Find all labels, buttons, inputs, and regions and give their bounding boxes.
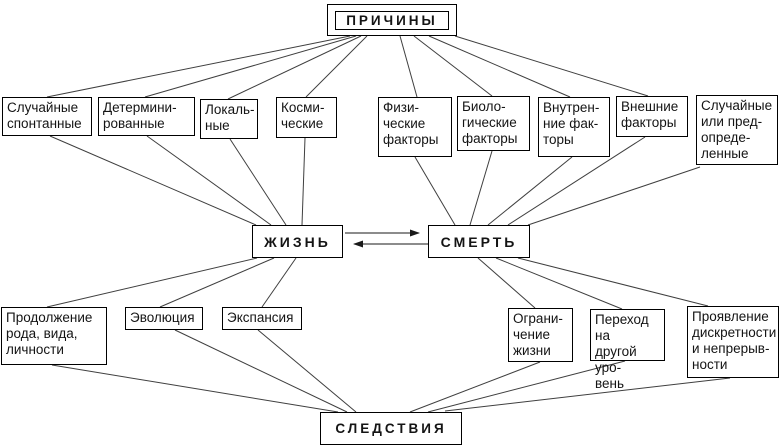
node-sledstviya: СЛЕДСТВИЯ [320,412,462,445]
node-death: СМЕРТЬ [428,225,530,258]
node-effect-evolution: Эволюция [125,307,203,330]
node-cause-random-or-predetermined: Случайные или пред- опреде- ленные [696,95,778,165]
node-effect-transition-other-level: Переход на другой уро- вень [590,309,665,391]
edge-e1-sledstviya [51,364,339,413]
node-cause-internal-factors: Внутрен- ние фак- торы [538,97,610,157]
edge-c4-zhizn [301,137,306,226]
edge-prichiny-c4 [305,35,368,98]
edge-c9-smert [527,166,701,226]
edge-smert-e5 [495,257,623,310]
node-effect-expansion: Экспансия [222,307,302,330]
node-prichiny-label: ПРИЧИНЫ [335,10,449,30]
edge-e2-sledstviya [174,329,348,413]
edge-zhizn-e3 [261,257,297,308]
node-effect-continuation: Продолжение рода, вида, личности [1,307,107,365]
edge-c8-smert [507,136,646,226]
edge-c3-zhizn [229,138,287,226]
edge-e3-sledstviya [257,329,357,413]
edge-smert-e6 [517,257,709,307]
edge-prichiny-c1 [46,35,351,98]
node-cause-cosmic: Косми- ческие [276,97,337,138]
node-prichiny: ПРИЧИНЫ [327,4,457,36]
edge-smert-e4 [477,257,536,309]
edge-e4-sledstviya [409,361,541,413]
edge-e5-sledstviya [427,360,626,413]
edge-e6-sledstviya [444,377,731,412]
edge-c1-zhizn [49,135,257,226]
edge-prichiny-c3 [227,35,362,100]
edge-c6-smert [469,150,493,226]
node-life: ЖИЗНЬ [252,225,343,258]
edge-zhizn-e1 [46,257,258,308]
edge-c2-zhizn [146,135,272,226]
node-cause-random-spontaneous: Случайные спонтанные [2,97,92,136]
node-cause-local: Локаль- ные [200,99,258,139]
edge-prichiny-c2 [144,35,357,98]
node-cause-physical-factors: Физи- ческие факторы [378,97,452,157]
node-effect-discreteness-continuity: Проявление дискретности и непрерыв- ност… [687,306,779,378]
node-cause-determined: Детермини- рованные [98,97,195,136]
edge-c7-smert [487,156,573,226]
edge-prichiny-c6 [413,35,493,97]
node-effect-life-limitation: Ограни- чение жизни [508,308,573,362]
node-cause-external-factors: Внешние факторы [616,96,688,137]
edge-zhizn-e2 [159,257,275,308]
edge-c5-smert [414,156,456,226]
edge-prichiny-c7 [428,35,571,98]
edge-prichiny-c5 [399,35,418,98]
edge-prichiny-c8 [454,35,649,97]
node-cause-biological-factors: Биоло- гические факторы [457,96,530,151]
